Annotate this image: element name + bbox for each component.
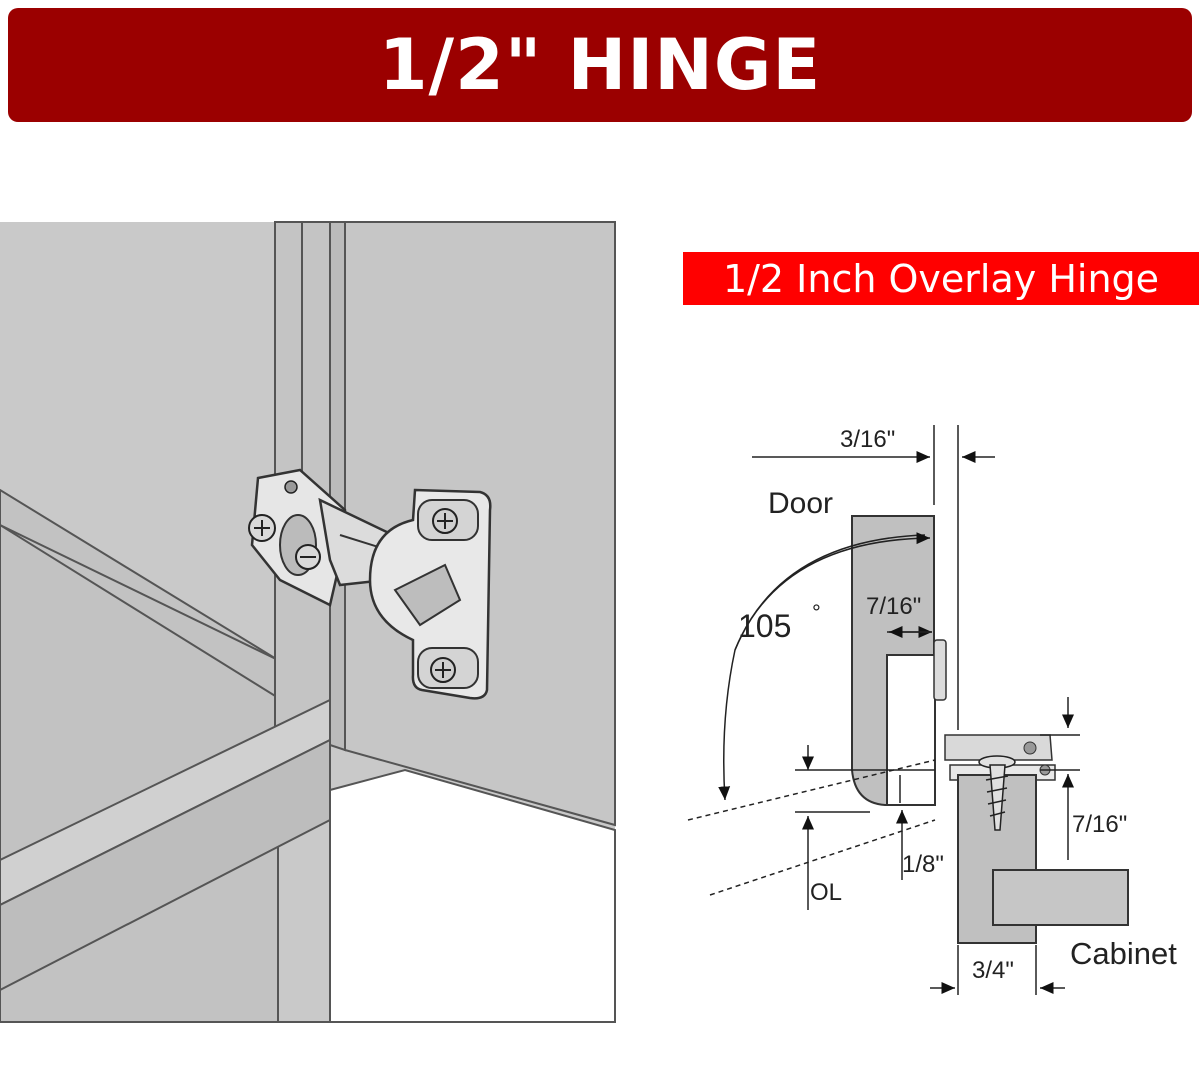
cabinet-side [992, 869, 1129, 926]
angle-unit: ° [812, 600, 821, 625]
cabinet-label: Cabinet [1070, 936, 1177, 971]
overlay-label: 1/2 Inch Overlay Hinge [683, 252, 1199, 305]
mounting-plate [944, 734, 1053, 761]
overlay-label-text: 1/2 Inch Overlay Hinge [722, 256, 1160, 301]
dim-overlay-label: OL [810, 879, 842, 906]
dim-top-label: 3/16" [840, 426, 895, 453]
title-text: 1/2" HINGE [378, 24, 822, 106]
angle-value: 105 [738, 608, 791, 644]
door-label: Door [768, 487, 833, 520]
dim-cabinet-width-label: 3/4" [972, 957, 1014, 984]
screw-icon [978, 755, 1016, 831]
title-banner: 1/2" HINGE [8, 8, 1192, 122]
dim-cup-label: 7/16" [866, 593, 921, 620]
dim-gap-label: 1/8" [902, 851, 944, 878]
dim-right-label: 7/16" [1072, 811, 1127, 838]
hinge-cup [886, 654, 936, 806]
hinge [248, 468, 492, 700]
floor-area [329, 768, 616, 1023]
